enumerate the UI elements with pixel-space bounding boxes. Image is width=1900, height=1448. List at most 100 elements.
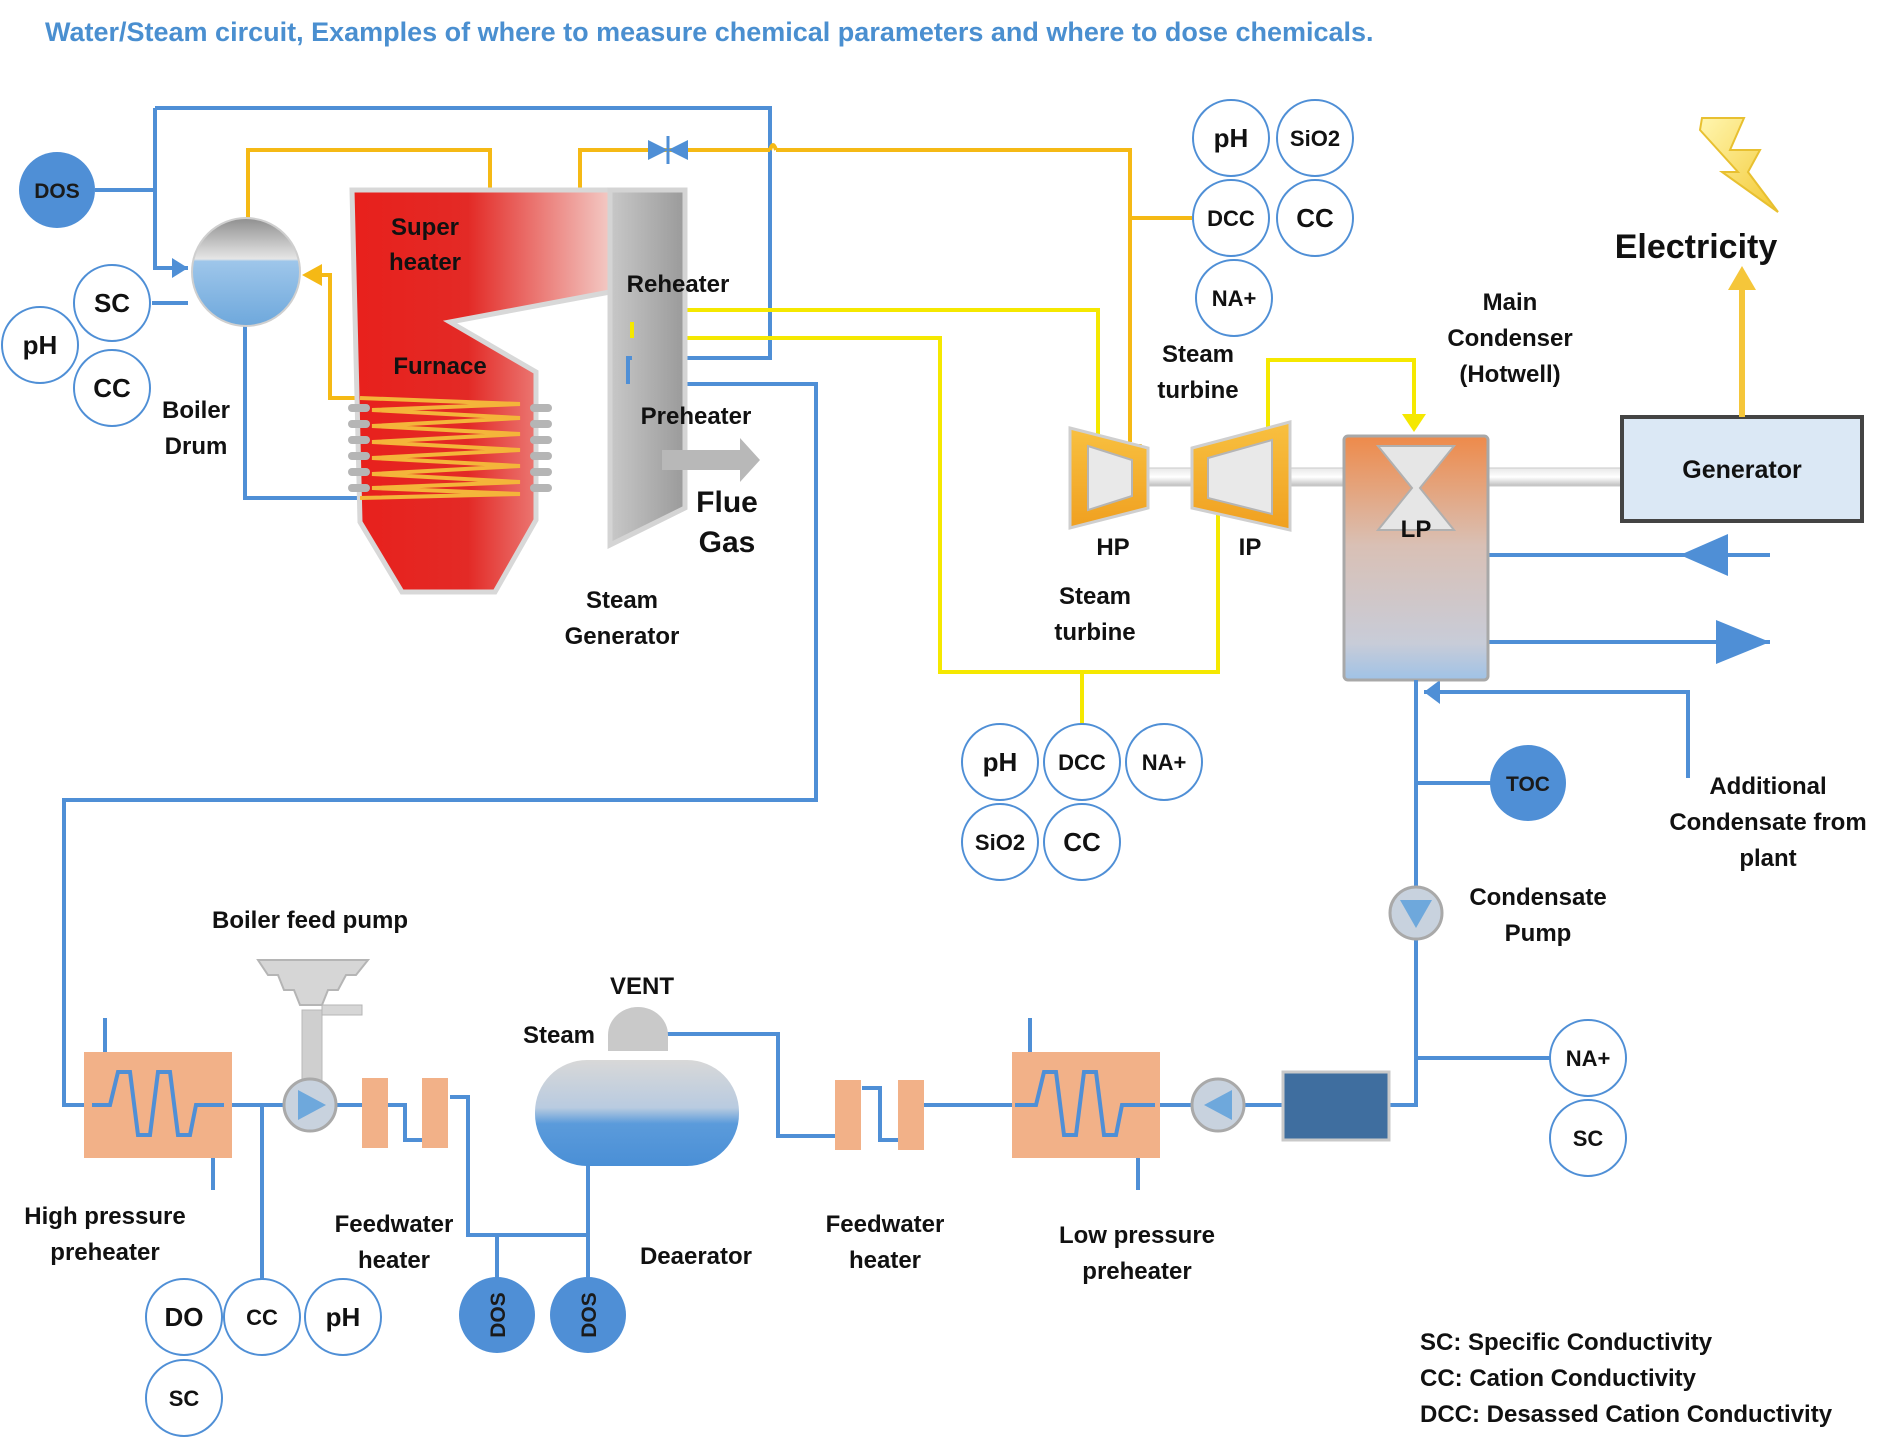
measurement-label: pH (983, 747, 1018, 777)
furnace-side-fins-icon (348, 404, 552, 492)
measurement-circle: pH (961, 723, 1039, 801)
cooling-water-out-arrow (1716, 620, 1770, 664)
hp-preheater-label-2: preheater (50, 1239, 159, 1266)
boiler-drum (191, 217, 301, 327)
measurement-label: pH (326, 1302, 361, 1332)
preheater-label: Preheater (641, 403, 752, 430)
drum-feed-arrow (172, 258, 188, 278)
steam-turbine-mid-label-2: turbine (1054, 619, 1135, 646)
additional-condensate-pipe (1424, 690, 1690, 778)
ip-turbine (1190, 420, 1292, 532)
vent-label: VENT (610, 973, 674, 1000)
measurement-circle: pH (304, 1278, 382, 1356)
measurement-circle: NA+ (1549, 1019, 1627, 1097)
dosing-circle-deaerator-2: DOS (550, 1277, 626, 1353)
feedwater-heater-left (362, 1078, 448, 1148)
measurement-circle: DO (145, 1278, 223, 1356)
ip-label: IP (1239, 534, 1262, 561)
additional-condensate-label-2: Condensate from (1669, 809, 1866, 836)
furnace-label: Furnace (393, 353, 486, 380)
hp-label: HP (1096, 534, 1129, 561)
boiler-feed-pump-label: Boiler feed pump (212, 907, 408, 934)
measurement-circle: SC (145, 1359, 223, 1437)
hp-preheater-label-1: High pressure (24, 1203, 185, 1230)
dosing-circle-drum: DOS (19, 152, 95, 228)
diagram-title: Water/Steam circuit, Examples of where t… (45, 17, 1374, 47)
drum-measurements: SC pH CC (1, 264, 151, 427)
condensate-pump-label-2: Pump (1505, 920, 1572, 947)
hp-turbine (1068, 426, 1150, 530)
lp-turbine-rotor (1375, 445, 1457, 531)
measurement-label: pH (23, 330, 58, 360)
measurement-circle: SC (73, 264, 151, 342)
hp-preheater-coil-icon (92, 1070, 224, 1137)
dosing-points: DOS TOC DOS DOS (19, 152, 1566, 1353)
measurement-circle: SiO2 (1276, 99, 1354, 177)
reheat-steam-measurements: pH DCC NA+ SiO2 CC (961, 723, 1203, 881)
steam-to-fwh-pipe (640, 1032, 835, 1138)
lp-label: LP (1401, 516, 1432, 543)
measurement-circle: CC (223, 1278, 301, 1356)
lp-preheater-label-1: Low pressure (1059, 1222, 1215, 1249)
super-heater-label-2: heater (389, 249, 461, 276)
boiler-drum-label-2: Drum (165, 433, 228, 460)
measurement-label: DCC (1058, 750, 1106, 775)
measurement-label: SC (169, 1386, 200, 1411)
measurement-label: CC (93, 373, 131, 403)
measurement-label: DCC (1207, 206, 1255, 231)
lp-preheater-coil-icon (1015, 1070, 1155, 1137)
feedwater-heater-right-label-2: heater (849, 1247, 921, 1274)
additional-condensate-label-1: Additional (1709, 773, 1826, 800)
drum-riser-line (318, 273, 360, 400)
measurement-circle: SC (1549, 1099, 1627, 1177)
measurement-label: SiO2 (975, 830, 1025, 855)
feedwater-heater-left-label-2: heater (358, 1247, 430, 1274)
deaerator (535, 1007, 739, 1166)
condensate-pump-label-1: Condensate (1469, 884, 1606, 911)
flue-gas-arrow-icon (662, 438, 760, 482)
cooling-water-in-arrow (1680, 534, 1728, 576)
measurement-circle: CC (1276, 179, 1354, 257)
generator-box (1620, 415, 1864, 523)
lp-turbine-condenser (1342, 434, 1490, 700)
fwh-right-link-pipe (862, 1086, 898, 1142)
drum-downcomer-pipe (243, 325, 360, 500)
main-condenser-label-2: Condenser (1447, 325, 1572, 352)
bfp-motor-icon (256, 959, 371, 1006)
deaerator-tank (535, 1060, 739, 1166)
measurement-label: pH (1214, 123, 1249, 153)
drum-inlet-arrow (302, 264, 322, 286)
steam-generator-label-1: Steam (586, 587, 658, 614)
measurement-label: NA+ (1566, 1046, 1611, 1071)
measurement-label: NA+ (1212, 286, 1257, 311)
lightning-bolt-icon (1698, 117, 1779, 213)
dosing-label: DOS (487, 1292, 510, 1338)
top-return-pipe (155, 106, 772, 360)
deaerator-dome (608, 1007, 668, 1051)
measurement-label: SC (94, 288, 130, 318)
reheat-steam-lines (630, 308, 1416, 728)
boiler-drum-label-1: Boiler (162, 397, 230, 424)
legend: SC: Specific Conductivity CC: Cation Con… (1420, 1329, 1833, 1428)
additional-condensate-label-3: plant (1739, 845, 1796, 872)
steam-turbine-top-label-2: turbine (1157, 377, 1238, 404)
measurement-circle: NA+ (1125, 723, 1203, 801)
lp-inlet-arrow (1402, 414, 1426, 432)
main-condenser-label-3: (Hotwell) (1459, 361, 1560, 388)
dosing-circle-deaerator-1: DOS (459, 1277, 535, 1353)
dosing-circle-toc: TOC (1490, 745, 1566, 821)
measurement-circle: pH (1192, 99, 1270, 177)
steam-generator (348, 187, 760, 595)
dosing-label: DOS (34, 180, 80, 203)
measurement-circle: CC (73, 349, 151, 427)
steam-turbine-mid-label-1: Steam (1059, 583, 1131, 610)
furnace-coil-icon (359, 396, 521, 500)
feedwater-heater-right (835, 1080, 924, 1150)
measurement-label: DO (165, 1302, 204, 1332)
additional-condensate-arrow (1424, 680, 1440, 704)
legend-item-dcc: DCC: Desassed Cation Conductivity (1420, 1401, 1833, 1428)
steam-generator-label-2: Generator (565, 623, 680, 650)
legend-item-sc: SC: Specific Conductivity (1420, 1329, 1713, 1356)
